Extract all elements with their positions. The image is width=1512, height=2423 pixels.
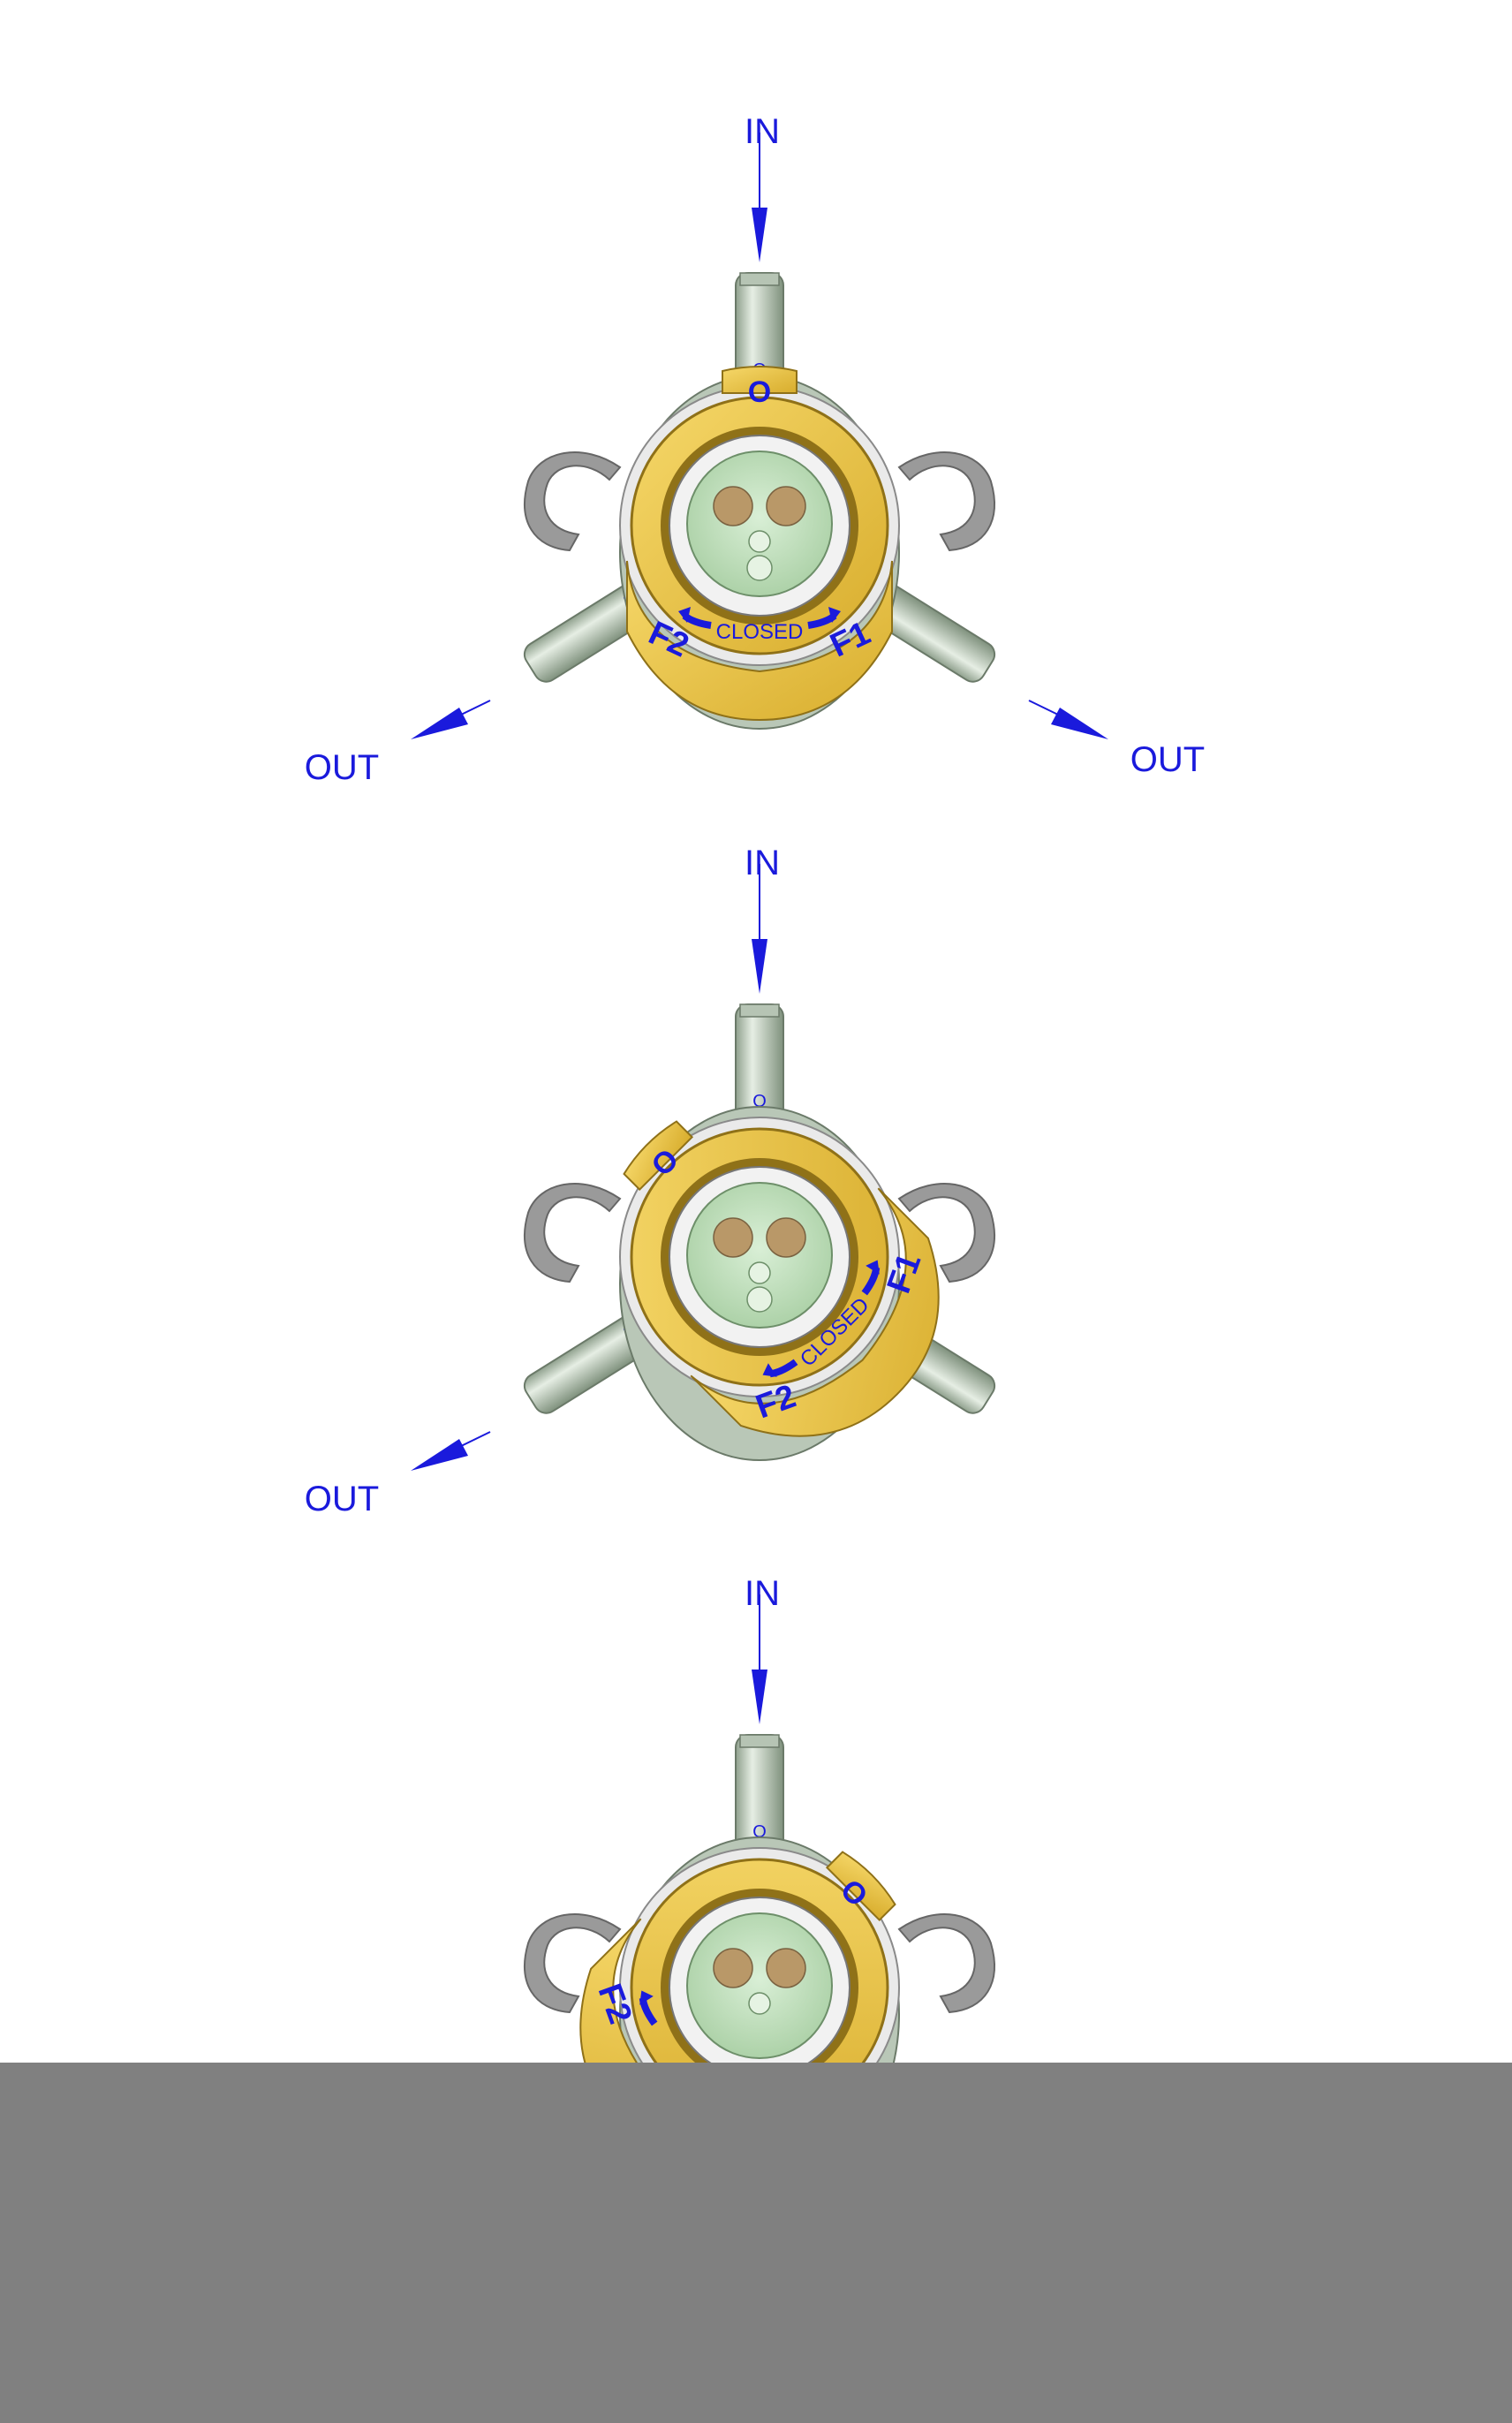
right-mount-clip — [897, 1183, 995, 1283]
out-label-left: OUT — [305, 748, 379, 787]
knob-label-closed: CLOSED — [716, 620, 804, 644]
sight-window — [686, 1182, 833, 1329]
sight-window — [686, 451, 833, 597]
inlet-arrow-head — [752, 208, 767, 262]
in-label: IN — [745, 112, 780, 151]
knob-pointer-tab[interactable] — [621, 1118, 694, 1192]
left-mount-clip — [524, 1183, 622, 1283]
knob-label-o: O — [748, 375, 771, 409]
outlet-left-arrow-head — [411, 708, 468, 739]
knob-lower-band — [626, 560, 893, 722]
in-label: IN — [745, 1574, 780, 1613]
knob-pointer-tab[interactable] — [825, 1849, 898, 1922]
outlet-left-arrow-head — [411, 1439, 468, 1471]
left-mount-clip — [524, 451, 622, 552]
knob-lower-band — [690, 1187, 940, 1437]
sight-window — [686, 1912, 833, 2059]
outlet-right-arrow-head — [1051, 708, 1108, 739]
right-mount-clip — [897, 1913, 995, 2014]
knob-pointer-tab[interactable] — [722, 366, 798, 394]
valve-1: IN O F2 F1 O F2 F1 — [305, 112, 1205, 787]
inlet-arrow-head — [752, 939, 767, 994]
gray-overlay-panel — [0, 2063, 1512, 2423]
out-label-left: OUT — [305, 1480, 379, 1518]
right-mount-clip — [897, 451, 995, 552]
out-label-right: OUT — [1130, 740, 1205, 779]
valve-2: IN O F2 F1 O F2 F1 CLOSED — [305, 844, 996, 1518]
in-label: IN — [745, 844, 780, 882]
inlet-arrow-head — [752, 1670, 767, 1724]
left-mount-clip — [524, 1913, 622, 2014]
